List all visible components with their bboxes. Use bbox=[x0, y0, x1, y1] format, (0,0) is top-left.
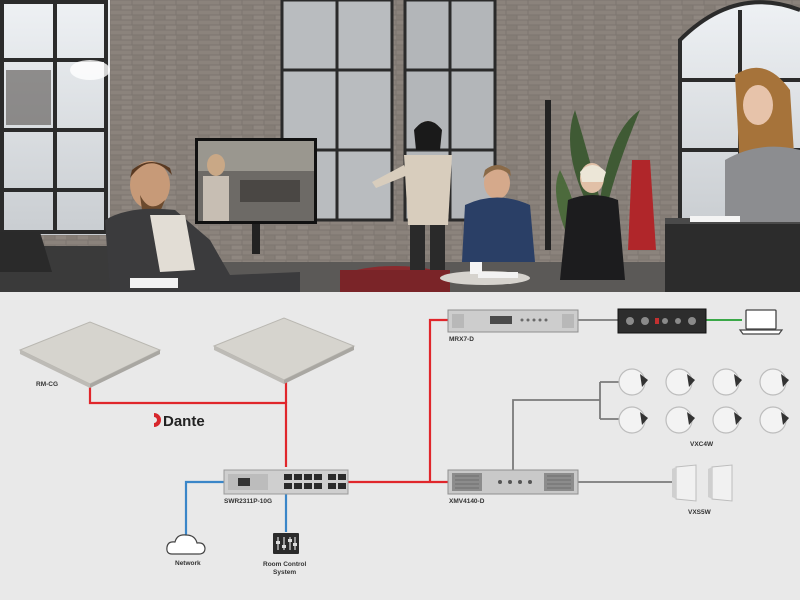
network-switch bbox=[223, 469, 349, 495]
ceiling-mic-label: RM-CG bbox=[36, 381, 58, 388]
meeting-room-photo bbox=[0, 0, 800, 292]
switch-to-processor-link bbox=[428, 318, 448, 482]
ceiling-speaker bbox=[618, 406, 648, 434]
dante-logo: Dante bbox=[154, 413, 205, 430]
room-control-label-line1: Room Control bbox=[263, 561, 307, 568]
surface-speakers bbox=[672, 464, 733, 502]
dante-logo-text: Dante bbox=[163, 413, 205, 430]
amplifier-label: XMV4140-D bbox=[449, 498, 485, 505]
network-connections bbox=[184, 480, 288, 538]
cloud-icon bbox=[166, 534, 206, 555]
dsp-processor bbox=[447, 309, 579, 333]
mic-link-left bbox=[88, 377, 288, 467]
ceiling-speaker bbox=[759, 406, 789, 434]
amp-to-ceiling-speakers-link bbox=[512, 399, 600, 482]
room-control-label-line2: System bbox=[273, 569, 296, 576]
dante-connections bbox=[88, 318, 448, 484]
audio-interface bbox=[617, 308, 707, 334]
switch-label: SWR2311P-10G bbox=[224, 498, 272, 505]
system-diagram: RM-CG Dante SWR2311P-10G Network bbox=[0, 292, 800, 600]
processor-label: MRX7-D bbox=[449, 336, 474, 343]
person-seated-right bbox=[560, 163, 625, 280]
room-control-panel-icon bbox=[273, 533, 299, 554]
surface-speakers-label: VXS5W bbox=[688, 509, 712, 516]
ceiling-speaker bbox=[712, 368, 742, 396]
person-seated-left bbox=[105, 161, 300, 292]
center-windows bbox=[280, 0, 497, 222]
person-standing-right bbox=[725, 67, 800, 222]
person-seated-center bbox=[462, 165, 535, 262]
left-window bbox=[0, 0, 110, 235]
ceiling-mic-right bbox=[212, 317, 356, 384]
ceiling-speakers-label: VXC4W bbox=[690, 441, 714, 448]
ceiling-speakers bbox=[618, 368, 789, 434]
analog-connections bbox=[512, 319, 672, 483]
ceiling-speaker bbox=[665, 406, 695, 434]
ceiling-speaker bbox=[759, 368, 789, 396]
surface-speaker bbox=[672, 464, 697, 502]
ceiling-speaker bbox=[618, 368, 648, 396]
ceiling-speaker bbox=[665, 368, 695, 396]
red-coat bbox=[628, 160, 656, 250]
network-link bbox=[184, 480, 224, 538]
ceiling-mic-left bbox=[18, 321, 162, 388]
network-label: Network bbox=[175, 560, 201, 567]
person-standing-presenter bbox=[372, 121, 452, 270]
laptop-icon bbox=[738, 309, 784, 335]
video-conference-display bbox=[195, 138, 317, 254]
ceiling-speaker bbox=[712, 406, 742, 434]
amplifier bbox=[447, 469, 579, 495]
surface-speaker bbox=[708, 464, 733, 502]
